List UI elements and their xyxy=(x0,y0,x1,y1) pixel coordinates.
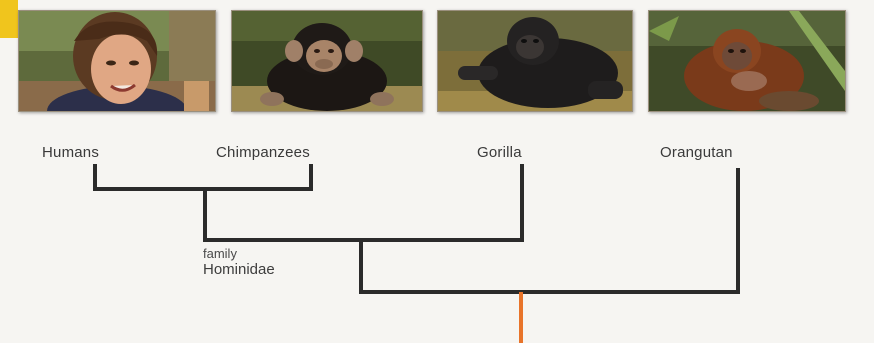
branch-hominine xyxy=(205,166,522,240)
family-label-name: Hominidae xyxy=(203,262,275,278)
branch-humans-chimpanzees xyxy=(95,166,311,189)
family-label: family Hominidae xyxy=(203,246,275,278)
branch-hominidae xyxy=(361,170,738,292)
family-label-rank: family xyxy=(203,246,275,262)
